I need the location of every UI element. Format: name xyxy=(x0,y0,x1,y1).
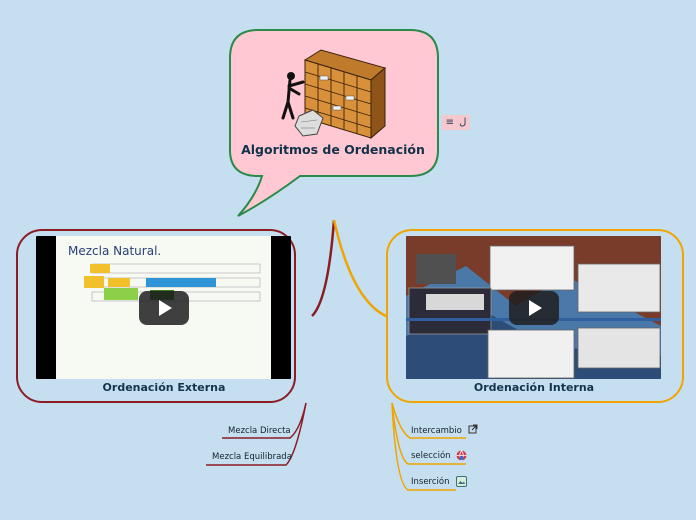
leaf-insercion[interactable]: Inserción xyxy=(411,477,450,487)
slide-title: Mezcla Natural. xyxy=(68,244,162,258)
attachment-icon[interactable]: ل xyxy=(459,117,467,128)
video-thumbnail-external[interactable]: Mezcla Natural. xyxy=(36,236,291,379)
connector-external xyxy=(311,219,336,317)
video-thumbnail-internal[interactable] xyxy=(406,236,661,379)
cabinet-illustration xyxy=(281,49,387,140)
connector-mezcla-equilibrada xyxy=(206,402,307,466)
connector-intercambio xyxy=(391,402,466,439)
image-icon[interactable] xyxy=(456,476,467,487)
leaf-intercambio[interactable]: Intercambio xyxy=(411,426,462,436)
play-button[interactable] xyxy=(509,291,559,325)
leaf-mezcla-directa[interactable]: Mezcla Directa xyxy=(228,426,291,436)
leaf-mezcla-equilibrada[interactable]: Mezcla Equilibrada xyxy=(212,452,292,462)
notes-icon[interactable]: ≡ xyxy=(445,117,455,128)
leaf-seleccion[interactable]: selección xyxy=(411,451,451,461)
branch-label-internal[interactable]: Ordenación Interna xyxy=(473,381,595,394)
globe-icon[interactable] xyxy=(456,450,467,461)
root-title[interactable]: Algoritmos de Ordenación xyxy=(241,142,425,157)
external-link-icon[interactable] xyxy=(468,424,478,434)
root-icon-tray[interactable]: ≡ ل xyxy=(442,115,470,130)
connector-internal xyxy=(332,219,387,318)
branch-label-external[interactable]: Ordenación Externa xyxy=(102,381,226,394)
connector-insercion xyxy=(391,402,456,491)
play-button[interactable] xyxy=(139,291,189,325)
